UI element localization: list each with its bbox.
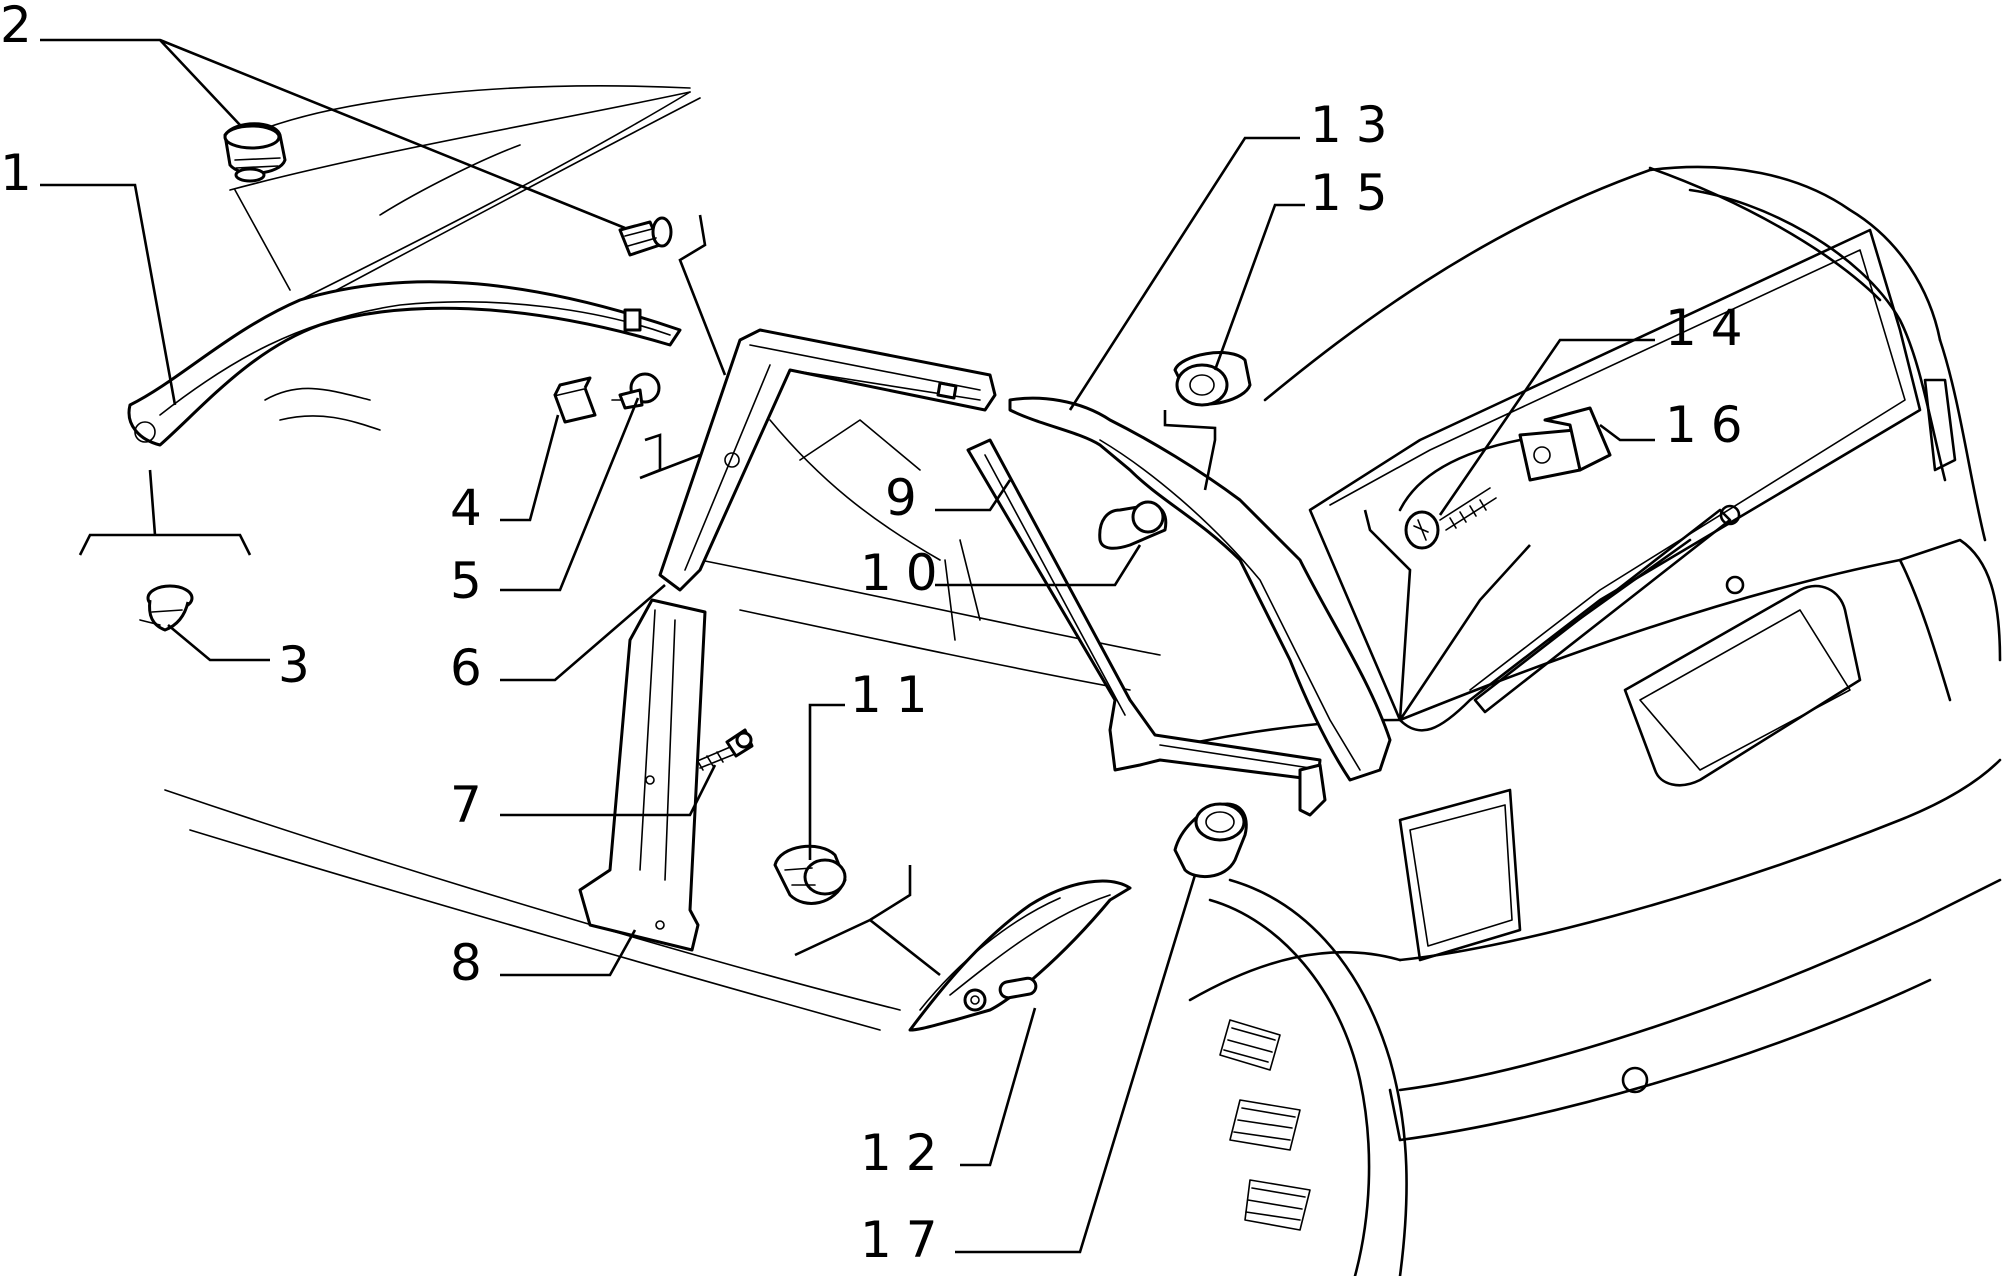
- part-16-nut-clip: [1518, 406, 1612, 482]
- part-17-bump-stop: [1173, 802, 1248, 879]
- part-2-clip-a: [223, 122, 287, 183]
- callout-14: 14: [1665, 299, 1757, 357]
- callout-3: 3: [278, 636, 324, 694]
- callout-1: 1: [0, 144, 46, 202]
- part-2-clip-b: [618, 216, 673, 257]
- callout-7: 7: [450, 776, 496, 834]
- callout-16: 16: [1665, 396, 1757, 454]
- part-9-c-pillar-lower: [966, 438, 1327, 817]
- callout-10: 10: [860, 544, 952, 602]
- leader-lines: [40, 38, 1655, 1254]
- callout-6: 6: [450, 639, 496, 697]
- callout-12: 12: [860, 1124, 952, 1182]
- part-6-b-pillar-upper: [658, 328, 997, 592]
- callout-numbers: 2 1 3 4 5 6 7 8 9 10 11 12 13 15 14 16 1…: [0, 0, 1757, 1269]
- callout-4: 4: [450, 479, 496, 537]
- part-10-pin: [1098, 500, 1168, 550]
- part-8-b-pillar-lower: [578, 598, 707, 952]
- callout-2: 2: [0, 0, 46, 54]
- callout-11: 11: [850, 666, 942, 724]
- callout-13: 13: [1310, 96, 1402, 154]
- part-7-screw: [694, 728, 754, 771]
- part-12-lower-trim: [908, 879, 1132, 1032]
- callout-15: 15: [1310, 164, 1402, 222]
- part-4-clip: [553, 376, 597, 424]
- callout-8: 8: [450, 934, 496, 992]
- part-3-push-clip: [139, 584, 194, 632]
- part-1-a-pillar-trim: [127, 280, 682, 447]
- callout-9: 9: [885, 469, 931, 527]
- callout-17: 17: [860, 1211, 952, 1269]
- part-15-grommet: [1173, 351, 1252, 407]
- part-11-clip: [773, 844, 847, 905]
- part-14-bolt: [1404, 487, 1497, 550]
- callout-5: 5: [450, 552, 496, 610]
- car-body-outline: [164, 85, 2002, 1276]
- part-13-rear-side-trim: [1008, 396, 1392, 782]
